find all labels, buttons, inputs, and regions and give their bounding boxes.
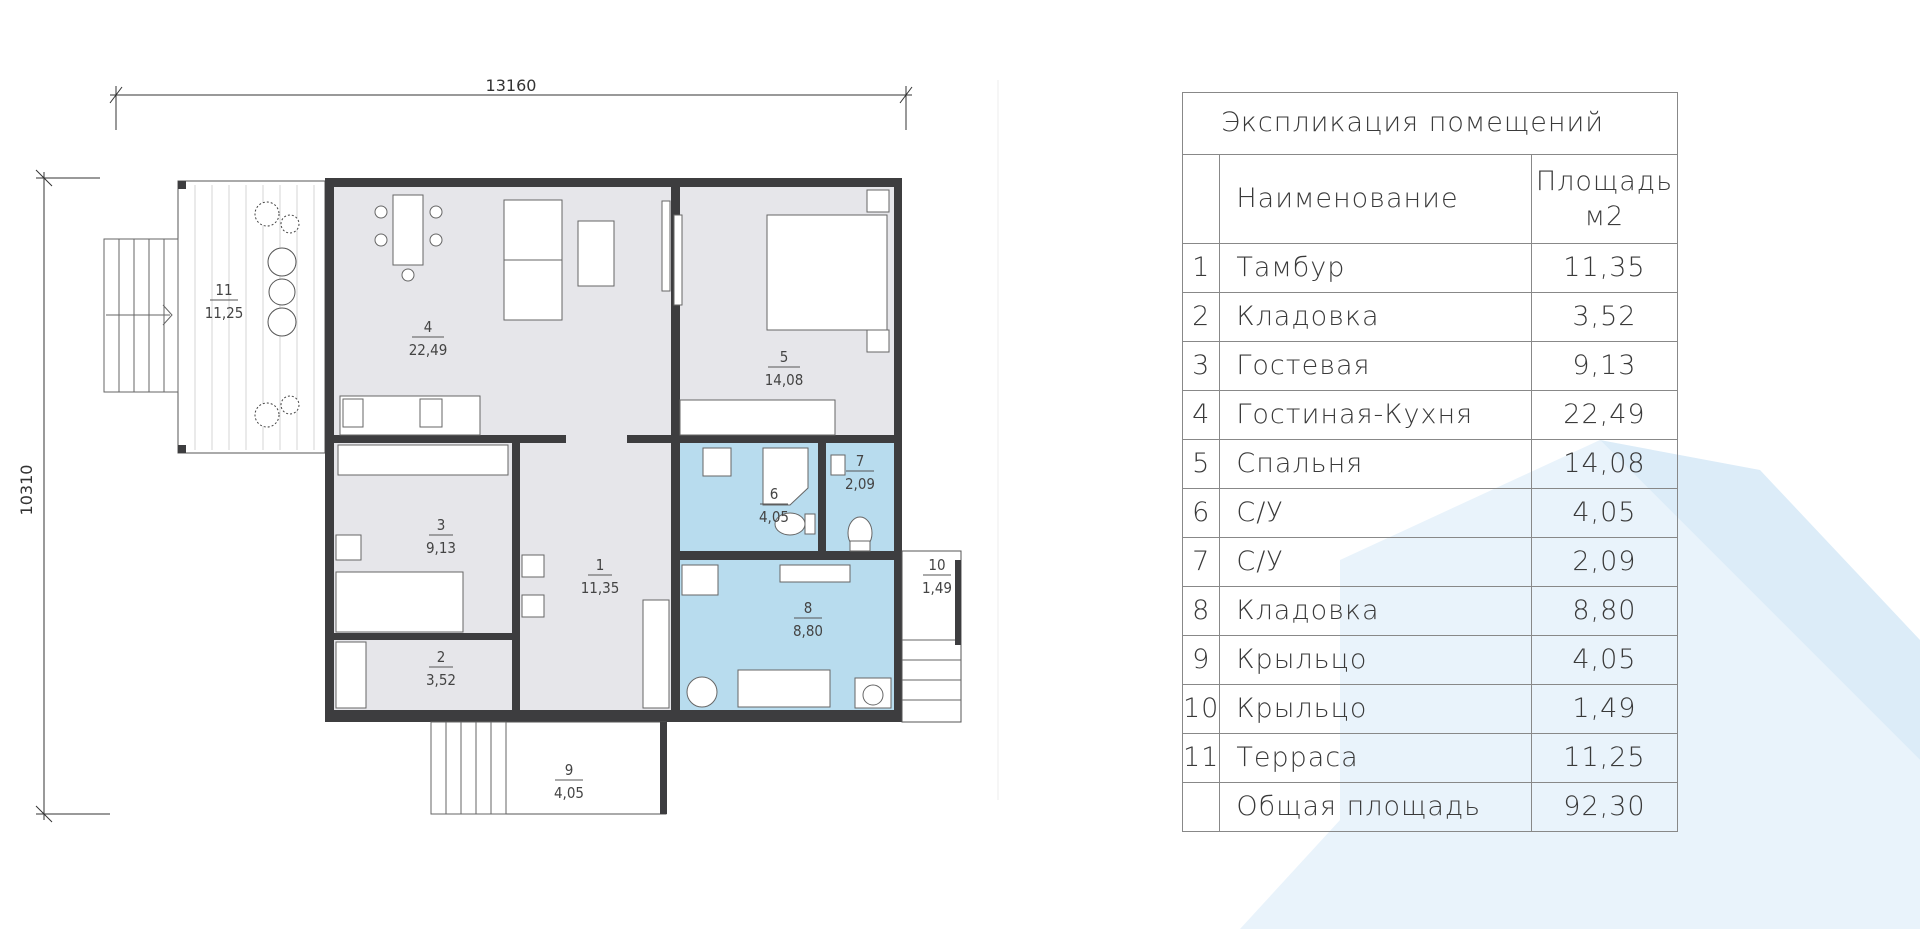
room-label-10: 101,49	[922, 556, 952, 597]
svg-text:9: 9	[565, 761, 574, 779]
room-label-11: 11 11,25	[205, 281, 244, 322]
svg-text:11,35: 11,35	[581, 579, 620, 597]
room-explication-table: Экспликация помещений Наименование Площа…	[1181, 92, 1679, 832]
row-num: 7	[1181, 537, 1221, 587]
svg-text:6: 6	[770, 485, 779, 503]
row-name: С/У	[1219, 488, 1532, 538]
room-labels: 111,35 23,52 39,13 422,49 514,08 64,05 7…	[205, 281, 952, 802]
room-label-6: 64,05	[759, 485, 789, 526]
row-num: 11	[1181, 733, 1221, 783]
svg-text:2: 2	[437, 648, 446, 666]
row-num: 5	[1181, 439, 1221, 489]
row-num: 9	[1181, 635, 1221, 685]
svg-text:1,49: 1,49	[922, 579, 952, 597]
terrace	[177, 180, 326, 454]
room-label-7: 72,09	[845, 452, 875, 493]
header-area: Площадь м2	[1530, 154, 1679, 244]
total-area: 92,30	[1530, 782, 1679, 832]
svg-text:3: 3	[437, 516, 446, 534]
table-title: Экспликация помещений	[1182, 92, 1678, 155]
row-area: 11,25	[1530, 733, 1679, 783]
row-area: 9,13	[1530, 341, 1679, 391]
svg-text:22,49: 22,49	[409, 341, 448, 359]
row-area: 14,08	[1530, 439, 1679, 489]
row-area: 4,05	[1530, 635, 1679, 685]
svg-text:4,05: 4,05	[554, 784, 584, 802]
row-area: 4,05	[1530, 488, 1679, 538]
row-name: Кладовка	[1219, 292, 1532, 342]
porch-9	[430, 721, 667, 815]
room-label-1: 111,35	[581, 556, 620, 597]
height-dimension-label: 10310	[17, 465, 36, 516]
row-area: 22,49	[1530, 390, 1679, 440]
room-label-5: 514,08	[765, 348, 804, 389]
room-label-9: 94,05	[554, 761, 584, 802]
svg-text:5: 5	[780, 348, 789, 366]
row-area: 3,52	[1530, 292, 1679, 342]
svg-text:7: 7	[856, 452, 865, 470]
svg-text:9,13: 9,13	[426, 539, 456, 557]
row-name: Тамбур	[1219, 243, 1532, 293]
row-num: 10	[1181, 684, 1221, 734]
svg-text:11: 11	[215, 281, 232, 299]
row-num: 2	[1181, 292, 1221, 342]
svg-text:8,80: 8,80	[793, 622, 823, 640]
svg-text:4,05: 4,05	[759, 508, 789, 526]
width-dimension	[109, 86, 913, 130]
furniture	[335, 189, 892, 709]
row-num: 1	[1181, 243, 1221, 293]
header-num	[1181, 154, 1221, 244]
row-num: 6	[1181, 488, 1221, 538]
row-area: 2,09	[1530, 537, 1679, 587]
row-area: 1,49	[1530, 684, 1679, 734]
svg-text:11,25: 11,25	[205, 304, 244, 322]
total-row: Общая площадь 92,30	[1181, 782, 1679, 832]
svg-text:3,52: 3,52	[426, 671, 456, 689]
svg-text:10: 10	[928, 556, 945, 574]
row-num: 8	[1181, 586, 1221, 636]
svg-text:8: 8	[804, 599, 813, 617]
row-name: Кладовка	[1219, 586, 1532, 636]
row-name: Гостевая	[1219, 341, 1532, 391]
room-label-3: 39,13	[426, 516, 456, 557]
row-num: 3	[1181, 341, 1221, 391]
svg-text:2,09: 2,09	[845, 475, 875, 493]
floor-plan: 13160 10310	[17, 76, 999, 823]
header-area-unit: м2	[1584, 201, 1625, 232]
row-name: Крыльцо	[1219, 635, 1532, 685]
row-name: Крыльцо	[1219, 684, 1532, 734]
room-label-8: 88,80	[793, 599, 823, 640]
room-label-2: 23,52	[426, 648, 456, 689]
header-name: Наименование	[1219, 154, 1532, 244]
row-num: 4	[1181, 390, 1221, 440]
room-label-4: 422,49	[409, 318, 448, 359]
svg-text:4: 4	[424, 318, 433, 336]
width-dimension-label: 13160	[486, 76, 537, 95]
row-name: Спальня	[1219, 439, 1532, 489]
row-name: Терраса	[1219, 733, 1532, 783]
height-dimension	[35, 169, 110, 823]
row-name: Гостиная-Кухня	[1219, 390, 1532, 440]
header-area-label: Площадь	[1535, 165, 1673, 197]
row-name: С/У	[1219, 537, 1532, 587]
porch-10	[901, 550, 962, 723]
svg-text:1: 1	[596, 556, 605, 574]
svg-text:14,08: 14,08	[765, 371, 804, 389]
row-area: 11,35	[1530, 243, 1679, 293]
total-label: Общая площадь	[1219, 782, 1532, 832]
terrace-stairs	[103, 238, 179, 393]
row-area: 8,80	[1530, 586, 1679, 636]
